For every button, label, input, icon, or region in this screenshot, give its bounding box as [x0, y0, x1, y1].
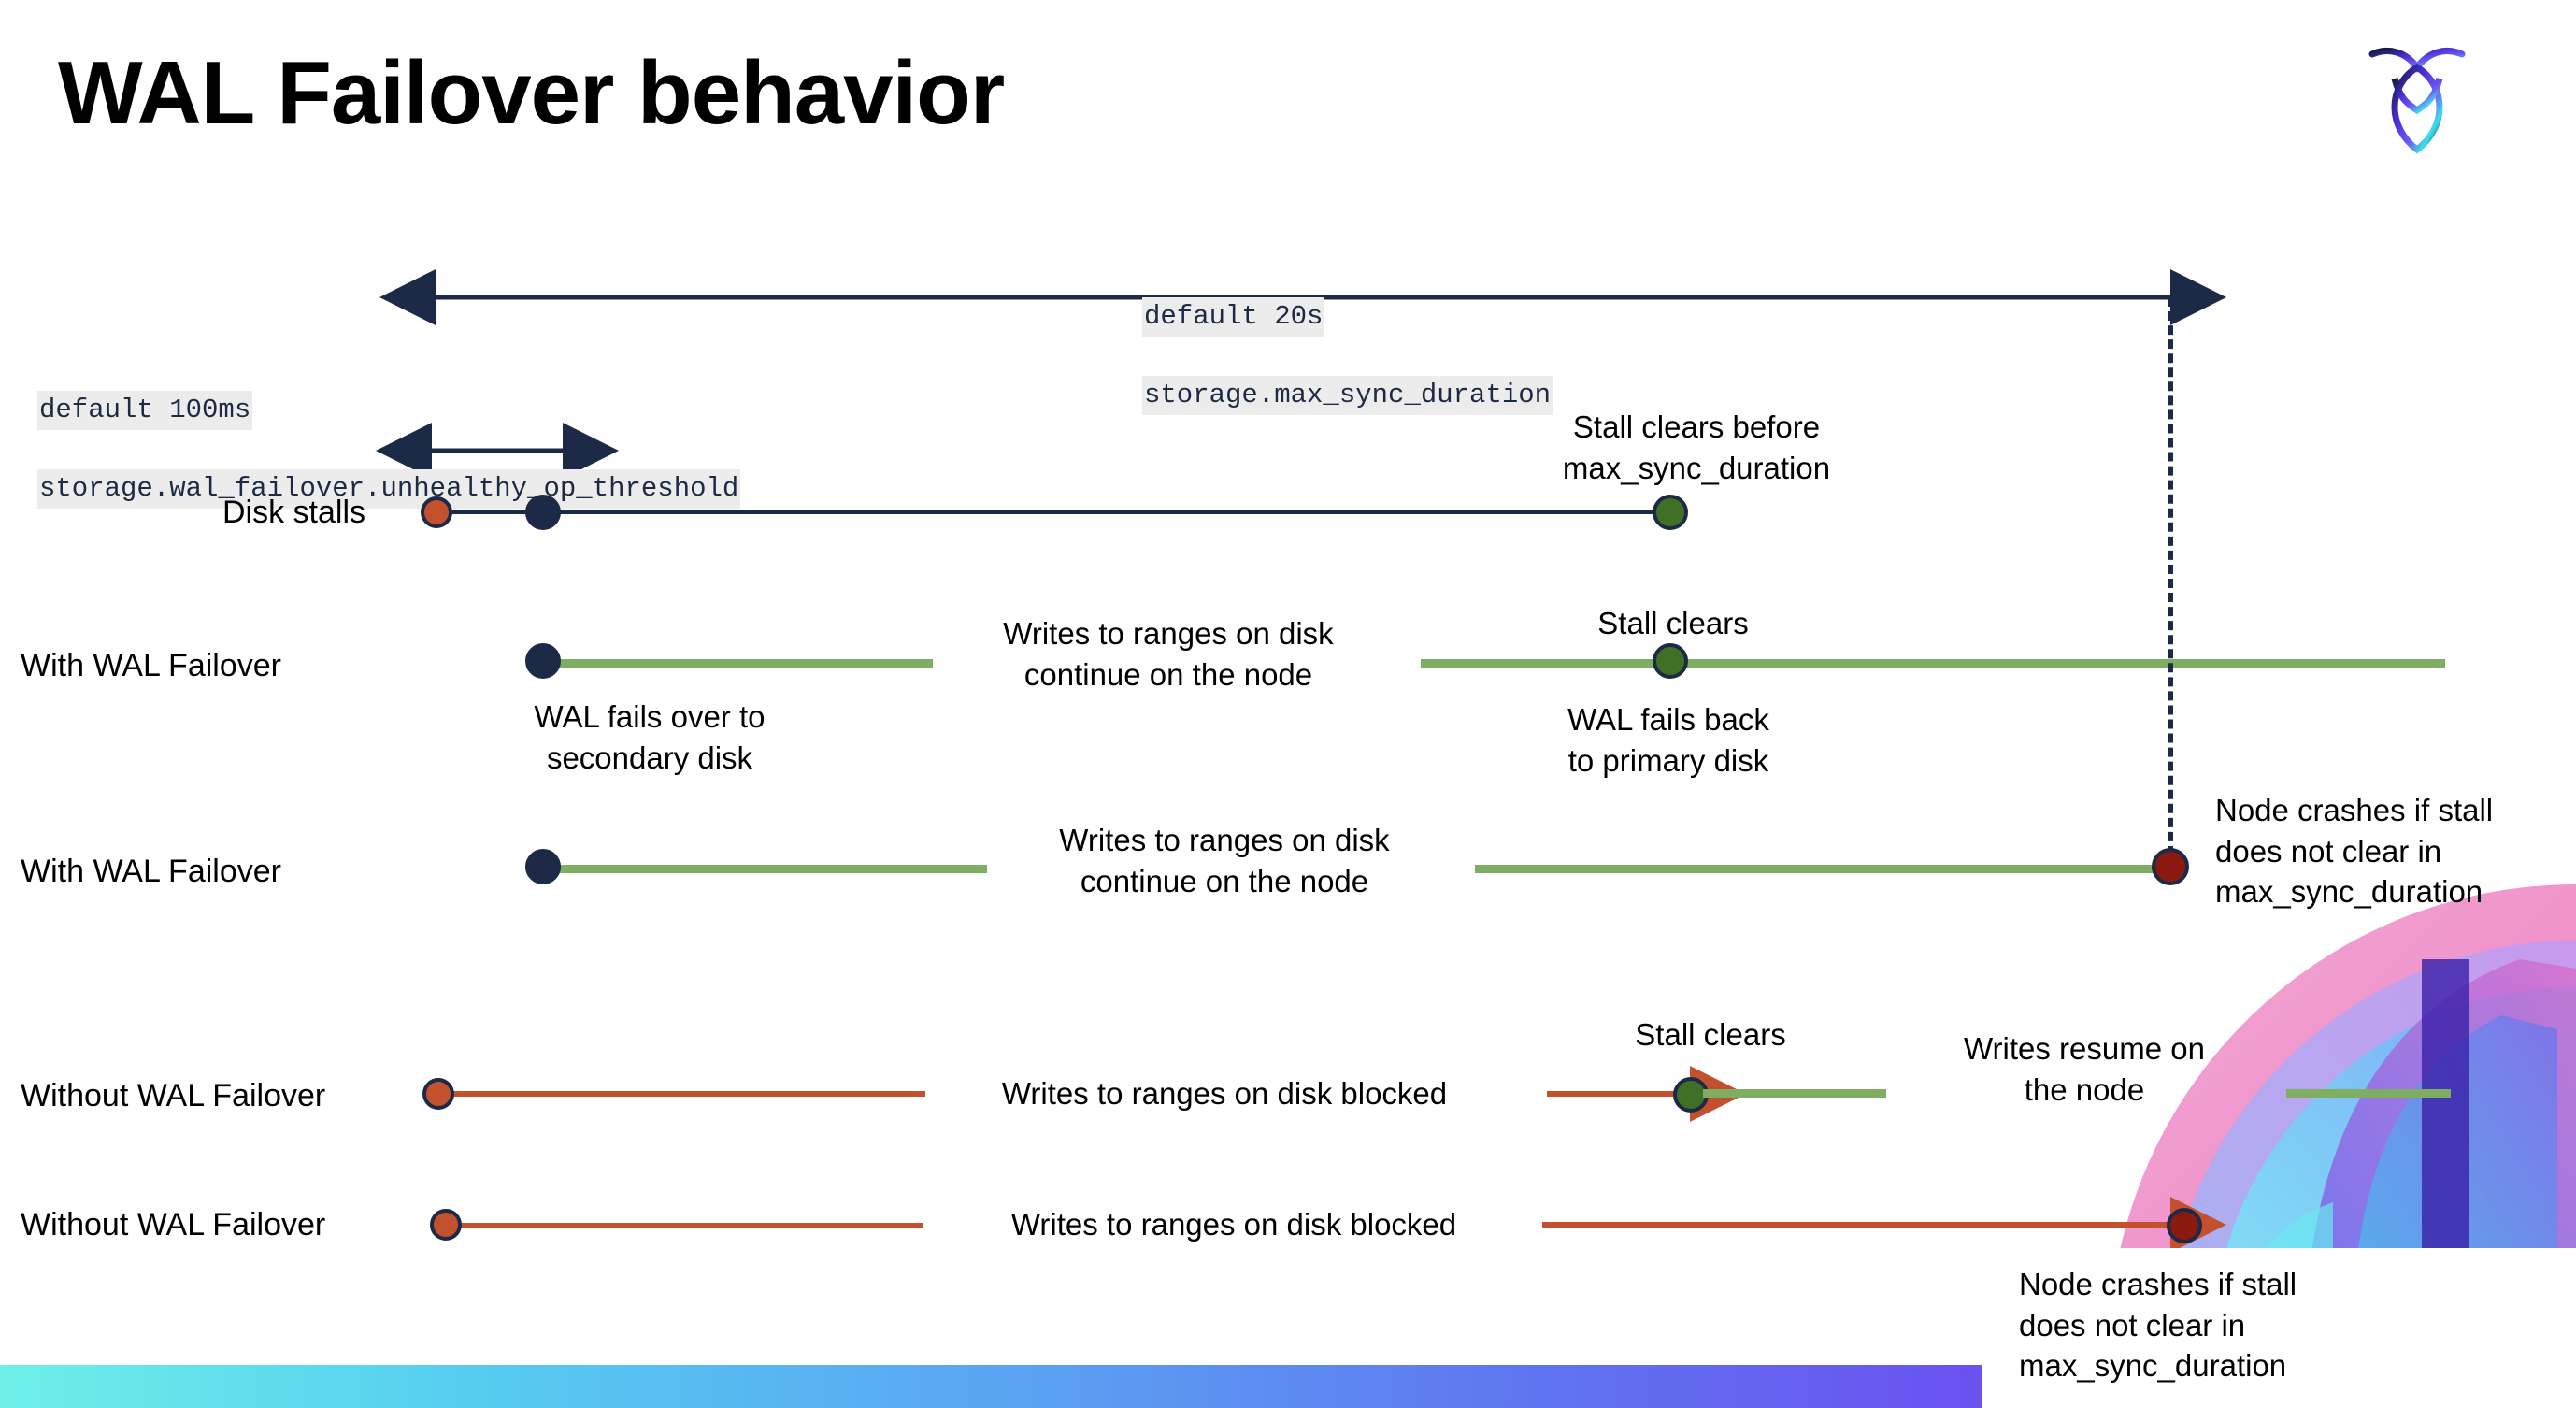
- max-sync-setting-name: storage.max_sync_duration: [1142, 376, 1553, 416]
- row-label-disk-stalls: Disk stalls: [222, 495, 366, 530]
- row4-green-segment-a: [1703, 1089, 1886, 1098]
- disk-stalls-timeline: [436, 510, 1671, 514]
- row-label-without-wal-failover-2: Without WAL Failover: [21, 1207, 326, 1243]
- disk-stalls-clear-dot: [1653, 495, 1688, 530]
- annotation-wal-fails-over: WAL fails over to secondary disk: [534, 699, 766, 775]
- annotation-node-crashes-row3: Node crashes if stall does not clear in …: [2215, 793, 2494, 910]
- threshold-default-value: default 100ms: [37, 391, 253, 431]
- max-sync-duration-dashed-guide: [2168, 297, 2173, 869]
- row-label-without-wal-failover-1: Without WAL Failover: [21, 1078, 326, 1113]
- row2-green-segment-a: [538, 659, 933, 668]
- annotation-writes-resume: Writes resume on the node: [1964, 1031, 2205, 1107]
- row5-start-dot: [430, 1209, 462, 1241]
- annotation-writes-blocked-row4: Writes to ranges on disk blocked: [1001, 1076, 1448, 1111]
- row3-node-crash-dot: [2152, 848, 2189, 885]
- row5-node-crash-dot: [2167, 1208, 2202, 1243]
- row4-start-dot: [422, 1078, 454, 1110]
- row2-stall-clears-dot: [1653, 643, 1688, 679]
- row3-failover-dot: [525, 849, 561, 884]
- row4-red-segment-a: [439, 1091, 925, 1097]
- threshold-setting-name: storage.wal_failover.unhealthy_op_thresh…: [37, 469, 741, 510]
- row5-red-segment-a: [447, 1223, 923, 1228]
- row2-green-segment-b: [1421, 659, 2445, 668]
- annotation-stall-clears-row4: Stall clears: [1635, 1017, 1786, 1052]
- row-label-with-wal-failover-2: With WAL Failover: [21, 854, 281, 889]
- cockroachdb-logo: [2361, 30, 2473, 161]
- max-sync-default-value: default 20s: [1142, 297, 1325, 338]
- annotation-writes-blocked-row5: Writes to ranges on disk blocked: [1010, 1207, 1457, 1242]
- row2-failover-dot: [525, 643, 561, 679]
- annotation-writes-continue-row3: Writes to ranges on disk continue on the…: [1059, 823, 1390, 898]
- row-label-with-wal-failover-1: With WAL Failover: [21, 648, 281, 683]
- annotation-writes-continue-row2: Writes to ranges on disk continue on the…: [1003, 616, 1334, 692]
- annotation-node-crashes-row5: Node crashes if stall does not clear in …: [2019, 1267, 2297, 1384]
- annotation-stall-clears-before: Stall clears before max_sync_duration: [1562, 409, 1831, 485]
- annotation-stall-clears-row2: Stall clears: [1597, 606, 1749, 640]
- annotation-wal-fails-back: WAL fails back to primary disk: [1567, 702, 1769, 778]
- row4-green-segment-b: [2286, 1089, 2451, 1098]
- max-sync-duration-code-label: default 20s storage.max_sync_duration: [1142, 258, 1553, 416]
- row3-green-segment-b: [1475, 865, 2168, 873]
- row3-green-segment-a: [538, 865, 987, 873]
- disk-stalls-failover-dot: [525, 495, 561, 530]
- page-title: WAL Failover behavior: [58, 43, 1005, 143]
- unhealthy-op-threshold-code-label: default 100ms storage.wal_failover.unhea…: [37, 352, 741, 510]
- node-crash-callout-box: [1982, 1248, 2576, 1408]
- disk-stalls-start-dot: [421, 496, 452, 528]
